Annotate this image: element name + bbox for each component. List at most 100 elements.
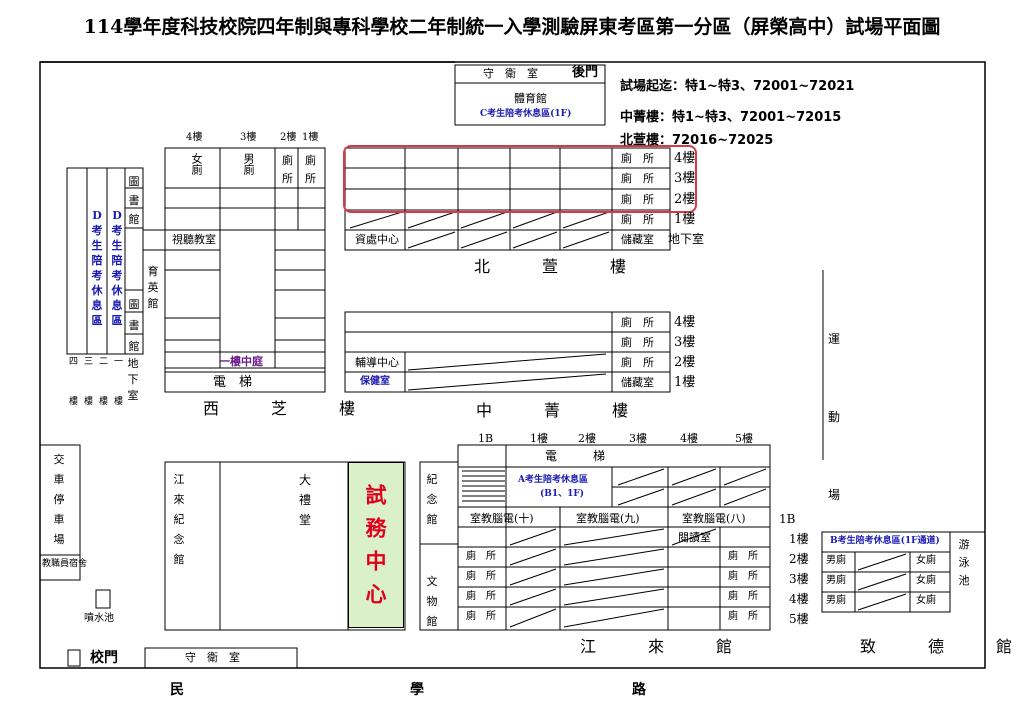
jl-top-1b: 1B	[478, 432, 494, 445]
zhide-male-1: 男廁	[826, 555, 846, 566]
west-zone-d-1: D考生陪考休息區	[91, 209, 103, 327]
guard-room-top: 守 衛 室	[483, 67, 538, 80]
west-library-2: 圖書館	[128, 298, 140, 353]
middle-building-name: 中 菁 樓	[476, 401, 647, 420]
jl-computer-8: 室教腦電(八)	[682, 512, 746, 525]
north-floor-1: 1樓	[674, 212, 696, 227]
west-av-room: 視聽教室	[172, 233, 216, 246]
zhide-female-2: 女廁	[916, 575, 936, 586]
jl-toilet-r5: 廁 所	[728, 611, 758, 622]
cultural-hall: 文物館	[426, 575, 438, 628]
west-toilet-d: 所	[305, 172, 316, 185]
fountain: 噴水池	[84, 613, 114, 624]
middle-floor-3: 3樓	[674, 335, 696, 350]
north-floor-3: 3樓	[674, 171, 696, 186]
jl-side-5f: 5樓	[789, 612, 809, 626]
jl-computer-9: 室教腦電(九)	[576, 512, 640, 525]
middle-toilet-2f: 廁 所	[621, 356, 654, 369]
north-floor-basement: 地下室	[668, 232, 705, 246]
sports-field: 運動場	[827, 332, 840, 502]
jl-toilet-l3: 廁 所	[466, 571, 496, 582]
west-floor-word-1: 樓	[114, 397, 124, 407]
jl-toilet-l2: 廁 所	[466, 551, 496, 562]
north-info-center: 資處中心	[355, 233, 399, 246]
middle-toilet-3f: 廁 所	[621, 336, 654, 349]
transport-parking: 交車停車場	[53, 453, 65, 546]
jiang-memorial: 江來紀念館	[173, 473, 185, 566]
swimming-pool: 游泳池	[958, 538, 970, 587]
info-zhongjing: 中菁樓：特1~特3、72001~72015	[620, 110, 842, 125]
auditorium: 大 禮 堂	[298, 473, 324, 527]
west-floor-hdr-2: 2樓	[280, 132, 297, 143]
west-floor-num-1: 一	[114, 357, 124, 367]
jl-reading: 閱讀室	[678, 531, 711, 544]
west-toilet-c: 所	[282, 172, 293, 185]
west-floor-word-4: 樓	[69, 397, 79, 407]
jl-top-2f: 2樓	[578, 432, 596, 445]
north-toilet-4f: 廁 所	[621, 152, 654, 165]
west-courtyard: 一樓中庭	[219, 355, 263, 368]
west-floor-word-3: 樓	[84, 397, 94, 407]
jl-side-1b: 1B	[779, 512, 796, 526]
middle-toilet-4f: 廁 所	[621, 316, 654, 329]
jl-side-2f: 2樓	[789, 552, 809, 566]
memorial-hall: 紀念館	[426, 473, 438, 526]
north-toilet-1f: 廁 所	[621, 213, 654, 226]
west-yuying: 育英館	[147, 265, 159, 310]
west-female-toilet: 女廁	[190, 153, 203, 175]
west-basement: 地下室	[127, 357, 139, 402]
jl-toilet-r4: 廁 所	[728, 591, 758, 602]
middle-counsel: 輔導中心	[355, 356, 399, 369]
west-floor-num-3: 三	[84, 357, 94, 367]
road-char-2: 學	[410, 682, 424, 698]
exam-center: 試務中心	[348, 462, 404, 628]
zhide-female-3: 女廁	[916, 595, 936, 606]
north-floor-4: 4樓	[674, 151, 696, 166]
north-floor-2: 2樓	[674, 192, 696, 207]
zhide-building-name: 致 德 館	[860, 637, 1024, 656]
west-zone-d-2: D考生陪考休息區	[111, 209, 123, 327]
road-char-1: 民	[170, 682, 184, 698]
middle-floor-2: 2樓	[674, 355, 696, 370]
gate-guard-room: 守 衛 室	[185, 651, 240, 664]
info-beixuan: 北萱樓：72016~72025	[620, 133, 774, 148]
zhide-male-3: 男廁	[826, 595, 846, 606]
west-toilet-a: 廁	[282, 154, 293, 167]
jl-side-3f: 3樓	[789, 572, 809, 586]
zhide-male-2: 男廁	[826, 575, 846, 586]
north-storage: 儲藏室	[621, 233, 654, 246]
road-char-3: 路	[632, 682, 646, 698]
west-floor-hdr-4: 4樓	[186, 132, 203, 143]
middle-floor-4: 4樓	[674, 315, 696, 330]
west-floor-num-2: 二	[99, 357, 109, 367]
jl-side-4f: 4樓	[789, 592, 809, 606]
jl-elevator: 電 梯	[545, 449, 606, 463]
west-floor-hdr-1: 1樓	[302, 132, 319, 143]
zhide-female-1: 女廁	[916, 555, 936, 566]
middle-floor-1: 1樓	[674, 375, 696, 390]
jl-top-1f: 1樓	[530, 432, 548, 445]
jl-zone-a: A考生陪考休息區	[518, 475, 588, 485]
jl-toilet-r2: 廁 所	[728, 551, 758, 562]
school-gate: 校門	[90, 650, 118, 666]
west-building-name: 西 芝 樓	[203, 399, 374, 418]
jl-zone-a-sub: (B1、1F)	[540, 489, 585, 499]
west-library: 圖書館	[128, 175, 140, 226]
info-range: 試場起迄：特1~特3、72001~72021	[620, 79, 855, 94]
jl-toilet-l4: 廁 所	[466, 591, 496, 602]
middle-storage: 儲藏室	[621, 376, 654, 389]
jl-toilet-l5: 廁 所	[466, 611, 496, 622]
north-toilet-3f: 廁 所	[621, 172, 654, 185]
west-male-toilet: 男廁	[242, 153, 255, 175]
gym: 體育館	[514, 92, 547, 105]
middle-health: 保健室	[360, 376, 390, 387]
jl-computer-10: 室教腦電(十)	[470, 512, 534, 525]
west-floor-hdr-3: 3樓	[240, 132, 257, 143]
west-elevator: 電 梯	[213, 375, 253, 390]
zone-b: B考生陪考休息區(1F通道)	[830, 536, 940, 546]
west-floor-num-4: 四	[69, 357, 79, 367]
north-building-name: 北 萱 樓	[474, 257, 645, 276]
jl-top-3f: 3樓	[629, 432, 647, 445]
jl-side-1f: 1樓	[789, 532, 809, 546]
